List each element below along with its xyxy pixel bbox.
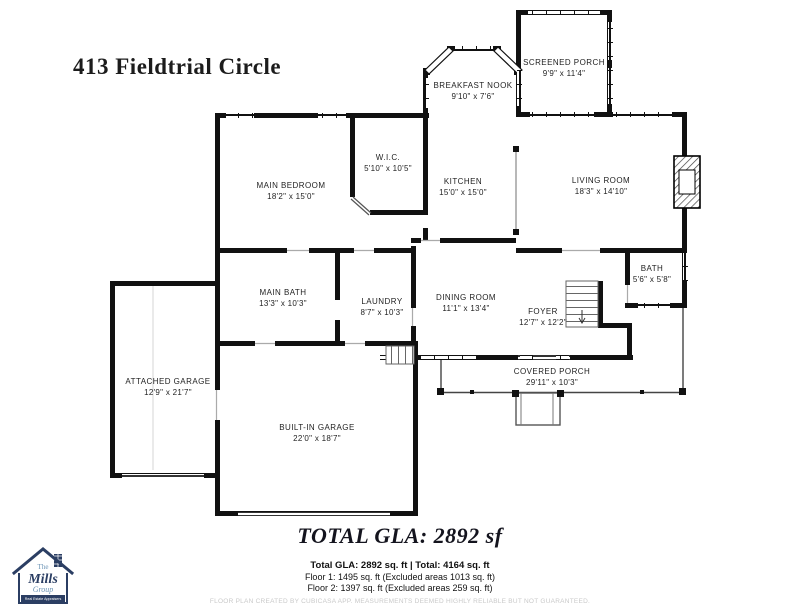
logo-banner-text: Real Estate Appraisers — [25, 597, 62, 601]
logo-banner — [21, 595, 65, 602]
summary-total-line: Total GLA: 2892 sq. ft | Total: 4164 sq.… — [310, 560, 490, 571]
thin-partitions — [152, 150, 517, 470]
walls — [110, 10, 687, 516]
thin-partition-caps — [513, 146, 519, 235]
room-label-foyer: FOYER 12'7" x 12'2" — [519, 307, 567, 327]
room-label-breakfast-nook: BREAKFAST NOOK 9'10" x 7'6" — [433, 81, 513, 101]
disclaimer-text: FLOOR PLAN CREATED BY CUBICASA APP. MEAS… — [209, 598, 591, 605]
logo-house-icon — [12, 547, 74, 604]
room-label-attached-garage: ATTACHED GARAGE 12'9" x 21'7" — [125, 377, 211, 397]
summary-floor2-line: Floor 2: 1397 sq. ft (Excluded areas 259… — [307, 583, 493, 593]
room-label-screened-porch: SCREENED PORCH 9'9" x 11'4" — [523, 58, 605, 78]
room-label-main-bedroom: MAIN BEDROOM 18'2" x 15'0" — [256, 181, 326, 201]
fireplace — [673, 155, 701, 209]
porch-posts — [437, 388, 686, 397]
room-label-covered-porch: COVERED PORCH 29'11" x 10'3" — [513, 367, 591, 387]
doors — [122, 196, 629, 516]
room-label-main-bath: MAIN BATH 13'3" x 10'3" — [259, 288, 307, 308]
room-label-kitchen: KITCHEN 15'0" x 15'0" — [439, 177, 487, 197]
room-label-dining-room: DINING ROOM 11'1" x 13'4" — [435, 293, 497, 313]
room-label-bath: BATH 5'6" x 5'8" — [632, 264, 672, 284]
total-gla-headline: TOTAL GLA: 2892 sf — [297, 523, 503, 548]
company-logo: The Mills Group Real Estate Appraisers — [12, 547, 74, 604]
summary-floor1-line: Floor 1: 1495 sq. ft (Excluded areas 101… — [304, 572, 496, 582]
logo-line3: Group — [33, 585, 54, 594]
room-label-living-room: LIVING ROOM 18'3" x 14'10" — [571, 176, 631, 196]
logo-line2: Mills — [27, 572, 58, 587]
room-label-wic: W.I.C. 5'10" x 10'5" — [364, 153, 412, 173]
porch-outline — [440, 307, 684, 426]
floor-plan-drawing — [110, 10, 701, 516]
bay-window-walls — [424, 46, 523, 75]
room-label-laundry: LAUNDRY 8'7" x 10'3" — [360, 297, 404, 317]
room-label-built-in-garage: BUILT-IN GARAGE 22'0" x 18'7" — [279, 423, 355, 443]
page-title: 413 Fieldtrial Circle — [73, 54, 282, 79]
logo-line1: The — [38, 563, 49, 571]
staircase — [385, 280, 599, 365]
